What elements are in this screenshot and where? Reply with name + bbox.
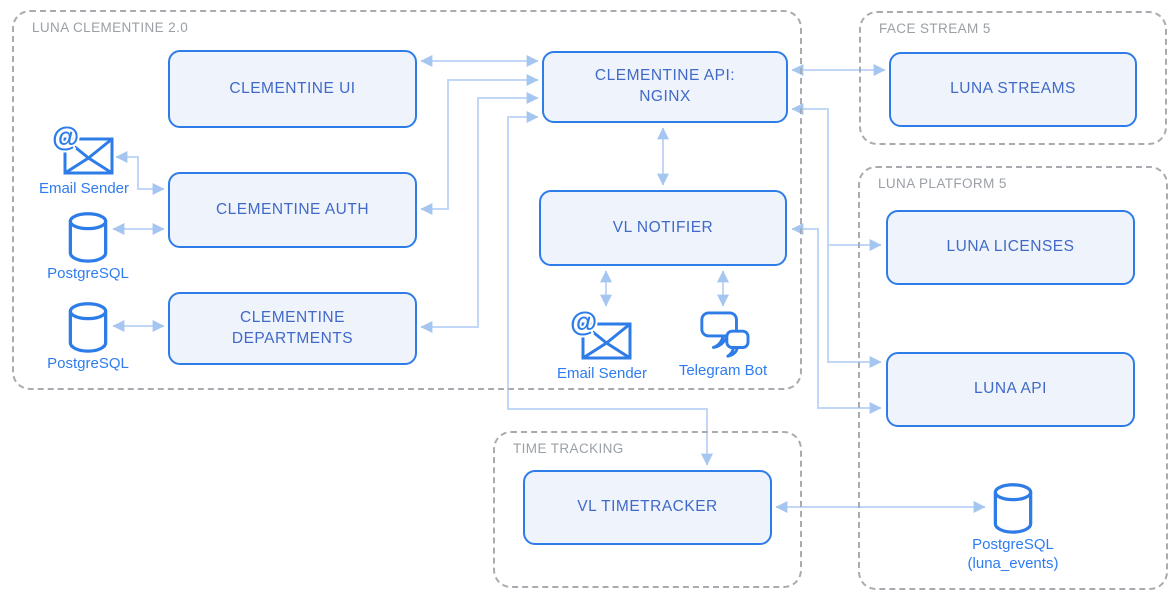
svg-text:@: @	[52, 122, 79, 152]
database-icon	[993, 483, 1033, 534]
node-vl-notifier: VL NOTIFIER	[539, 190, 787, 266]
email-sender-notifier-unit: @ Email Sender	[542, 307, 662, 383]
icon-label: Email Sender	[38, 180, 130, 197]
node-label: CLEMENTINE API: NGINX	[594, 67, 736, 105]
group-luna-platform: LUNA PLATFORM 5	[858, 166, 1168, 590]
group-label: LUNA CLEMENTINE 2.0	[32, 20, 189, 35]
node-clementine-auth: CLEMENTINE AUTH	[168, 172, 417, 248]
group-label: LUNA PLATFORM 5	[878, 176, 1007, 191]
group-face-stream: FACE STREAM 5	[859, 11, 1167, 145]
database-icon	[68, 302, 108, 353]
node-label: LUNA STREAMS	[950, 80, 1076, 98]
node-clementine-departments: CLEMENTINE DEPARTMENTS	[168, 292, 417, 365]
icon-label: Telegram Bot	[678, 362, 768, 379]
postgresql-luna-events-unit: PostgreSQL (luna_events)	[953, 482, 1073, 573]
group-luna-clementine: LUNA CLEMENTINE 2.0	[12, 10, 802, 390]
node-label: LUNA LICENSES	[946, 238, 1075, 256]
icon-label: PostgreSQL	[47, 265, 129, 282]
node-luna-api: LUNA API	[886, 352, 1135, 427]
node-luna-streams: LUNA STREAMS	[889, 52, 1137, 127]
email-sender-auth-unit: @ Email Sender	[24, 122, 144, 198]
group-time-tracking: TIME TRACKING	[493, 431, 802, 588]
svg-text:@: @	[570, 307, 597, 337]
icon-label: Email Sender	[556, 365, 648, 382]
node-label: VL NOTIFIER	[612, 218, 714, 236]
node-clementine-ui: CLEMENTINE UI	[168, 50, 417, 128]
node-clementine-api-nginx: CLEMENTINE API: NGINX	[542, 51, 788, 123]
postgresql-departments-unit: PostgreSQL	[28, 301, 148, 373]
database-icon	[68, 212, 108, 263]
icon-label: PostgreSQL	[47, 355, 129, 372]
node-label: CLEMENTINE UI	[229, 79, 356, 97]
node-vl-timetracker: VL TIMETRACKER	[523, 470, 772, 545]
node-label: CLEMENTINE AUTH	[215, 200, 370, 218]
telegram-bot-unit: Telegram Bot	[663, 310, 783, 380]
telegram-icon	[700, 311, 750, 358]
email-icon: @	[570, 307, 632, 360]
node-label: LUNA API	[974, 380, 1047, 398]
group-label: TIME TRACKING	[513, 441, 624, 456]
node-label: VL TIMETRACKER	[577, 498, 718, 516]
icon-label: PostgreSQL	[972, 536, 1054, 553]
icon-sublabel: (luna_events)	[967, 555, 1059, 572]
group-label: FACE STREAM 5	[879, 21, 991, 36]
node-luna-licenses: LUNA LICENSES	[886, 210, 1135, 285]
node-label: CLEMENTINE DEPARTMENTS	[231, 308, 354, 347]
email-icon: @	[52, 122, 114, 175]
postgresql-auth-unit: PostgreSQL	[28, 211, 148, 283]
